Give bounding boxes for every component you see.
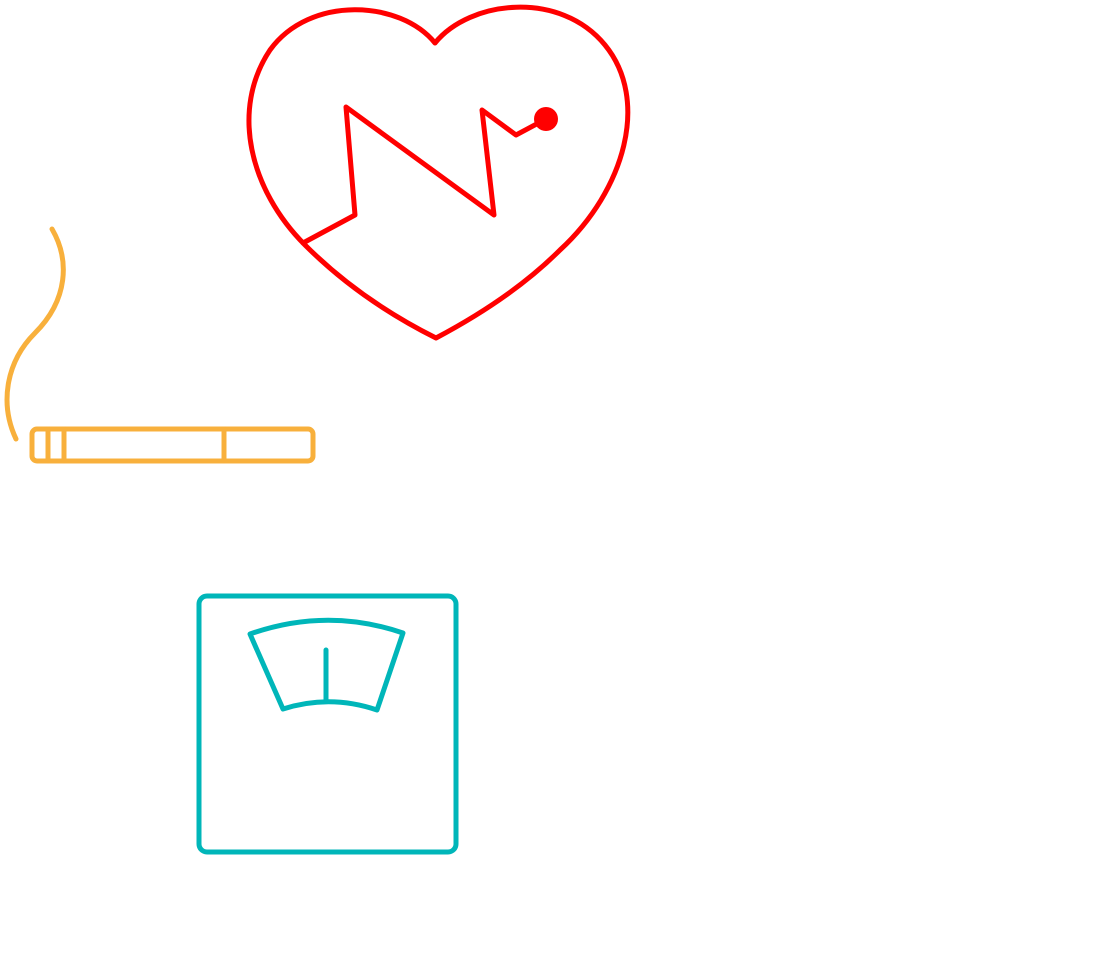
weight-scale-icon xyxy=(196,593,459,855)
pulse-line xyxy=(300,104,549,246)
heart-pulse-icon xyxy=(246,4,631,341)
scale-body xyxy=(196,593,459,855)
cigarette-icon xyxy=(4,226,316,464)
smoke-curl xyxy=(4,226,66,442)
pulse-dot xyxy=(534,107,558,131)
cigarette-body xyxy=(29,426,316,464)
scale-dial xyxy=(247,617,406,713)
heart-outline xyxy=(246,4,631,341)
